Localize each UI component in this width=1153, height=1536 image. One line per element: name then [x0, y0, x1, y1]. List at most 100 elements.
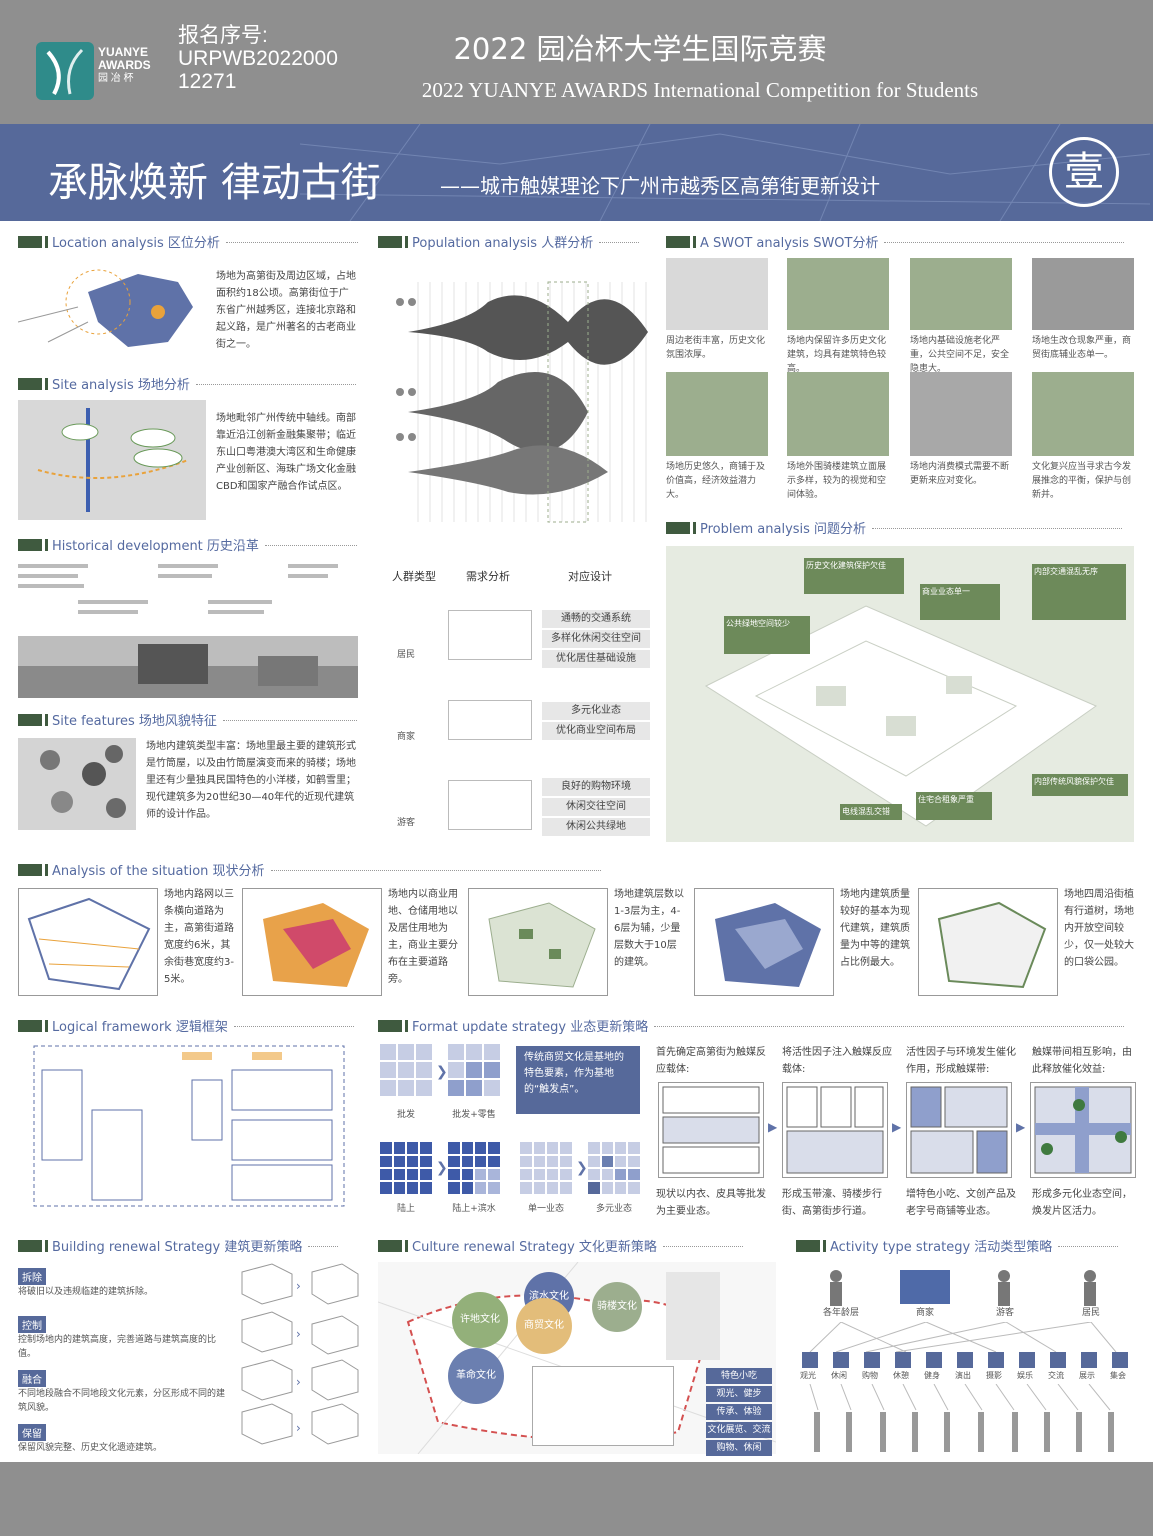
- problem-label: 公共绿地空间较少: [724, 616, 810, 654]
- swot-photo: [787, 258, 889, 330]
- activity-icons: 观光 休闲 购物 休憩 健身 演出 摄影 娱乐 交流 展示 集会: [796, 1350, 1136, 1382]
- situation-text: 场地四周沿街植有行道树，场地内开放空间较少，仅一处较大的口袋公园。: [1064, 889, 1134, 968]
- grid-single: [520, 1142, 572, 1194]
- swot-photo: [787, 372, 889, 456]
- swot-text: 文化复兴应当寻求古今发展推念的平衡，保护与创新并。: [1032, 462, 1132, 500]
- map-texture-icon: [300, 124, 1150, 221]
- site-text: 场地毗邻广州传统中轴线。南部靠近沿江创新金融集聚带；临近东山口粤港澳大湾区和生命…: [216, 413, 356, 492]
- section-title: Location analysis 区位分析: [52, 236, 220, 250]
- yuanye-logo-icon: [36, 42, 94, 100]
- grid-wholesale: [380, 1044, 432, 1096]
- section-title: Site features 场地风貌特征: [52, 714, 217, 728]
- header-bar: [0, 0, 1153, 124]
- situation-landuse-map: [242, 888, 382, 996]
- activity-people: 各年龄层 商家 游客 居民: [796, 1262, 1136, 1324]
- situation-text: 场地内建筑质量较好的基本为现代建筑，建筑质量为中等的建筑占比例最大。: [840, 889, 910, 968]
- step-text: 将活性因子注入触媒反应载体:: [782, 1047, 892, 1075]
- step-diagram-2: [782, 1082, 888, 1178]
- strategy-text: 不同地段融合不同地段文化元素，分区形成不同的建筑风貌。: [18, 1389, 226, 1413]
- swot-text: 场地内保留许多历史文化建筑，均具有建筑特色较高。: [787, 336, 887, 374]
- section-history: Historical development 历史沿革: [18, 535, 358, 553]
- title-banner: 承脉焕新 律动古街 ——城市触媒理论下广州市越秀区高第街更新设计 壹: [0, 124, 1153, 221]
- strategy-title: 控制: [18, 1316, 46, 1333]
- strategy-title: 保留: [18, 1424, 46, 1441]
- culture-bubble: 许地文化: [452, 1292, 508, 1348]
- step-diagram-3: [906, 1082, 1012, 1178]
- swot-text: 场地内消费模式需要不断更新来应对变化。: [910, 462, 1010, 486]
- header-needs: 需求分析: [466, 570, 510, 583]
- arrow-right-icon: ❯: [436, 1160, 448, 1176]
- group-label-tourists: 游客: [396, 818, 415, 828]
- poster-subtitle: ——城市触媒理论下广州市越秀区高第街更新设计: [440, 174, 880, 198]
- section-activity: Activity type strategy 活动类型策略: [796, 1236, 1136, 1254]
- needs-box: [448, 780, 532, 830]
- problem-axonometric: 历史文化建筑保护欠佳 商业业态单一 内部交通混乱无序 公共绿地空间较少 内部传统…: [666, 546, 1134, 842]
- step-text: 增特色小吃、文创产品及老字号商铺等业态。: [906, 1189, 1016, 1217]
- group-label-residents: 居民: [396, 650, 415, 660]
- seal-icon: 壹: [1049, 137, 1119, 207]
- svg-text:›: ›: [296, 1375, 301, 1389]
- problem-label: 住宅合租象严重: [916, 792, 992, 820]
- section-title: Site analysis 场地分析: [52, 378, 190, 392]
- culture-tag: 特色小吃: [706, 1368, 772, 1384]
- swot-photo: [910, 372, 1012, 456]
- step-text: 活性因子与环境发生催化作用，形成触媒带:: [906, 1047, 1016, 1075]
- problem-label: 历史文化建筑保护欠佳: [804, 558, 904, 594]
- building-item: 拆除 将破旧以及违规临建的建筑拆除。: [18, 1266, 228, 1314]
- section-title: Logical framework 逻辑框架: [52, 1020, 228, 1034]
- building-item: 融合 不同地段融合不同地段文化元素，分区形成不同的建筑风貌。: [18, 1368, 228, 1416]
- section-logical: Logical framework 逻辑框架: [18, 1016, 358, 1034]
- culture-bubble: 革命文化: [448, 1348, 504, 1404]
- arrow-right-icon: ❯: [576, 1160, 588, 1176]
- problem-label: 内部传统风貌保护欠佳: [1032, 774, 1128, 796]
- competition-title-en: 2022 YUANYE AWARDS International Competi…: [421, 78, 979, 102]
- grid-land-water: [448, 1142, 500, 1194]
- section-situation: Analysis of the situation 现状分析: [18, 860, 618, 878]
- logical-framework-diagram: [22, 1040, 356, 1218]
- location-map: [17, 252, 208, 362]
- section-problem: Problem analysis 问题分析: [666, 518, 1136, 536]
- design-tag: 多样化休闲交往空间: [542, 630, 650, 648]
- swot-photo: [1032, 372, 1134, 456]
- design-tag: 休闲公共绿地: [542, 818, 650, 836]
- section-swot: A SWOT analysis SWOT分析: [666, 232, 1136, 250]
- section-title: Culture renewal Strategy 文化更新策略: [412, 1240, 657, 1254]
- swot-photo: [666, 372, 768, 456]
- section-format: Format update strategy 业态更新策略: [378, 1016, 1134, 1034]
- grid-label: 陆上: [396, 1204, 415, 1214]
- section-title: Building renewal Strategy 建筑更新策略: [52, 1240, 303, 1254]
- swot-text: 场地生改仓现象严重，商贸街底辅业态单一。: [1032, 336, 1132, 360]
- building-strategies: 拆除 将破旧以及违规临建的建筑拆除。 控制 控制场地内的建筑高度，完善道路与建筑…: [18, 1266, 228, 1470]
- culture-tag: 传承、体验: [706, 1404, 772, 1420]
- problem-label: 商业业态单一: [920, 584, 1000, 620]
- svg-text:›: ›: [296, 1279, 301, 1293]
- site-map: [18, 400, 206, 520]
- situation-text: 场地内路网以三条横向道路为主，高第街道路宽度约6米，其余街巷宽度约3-5米。: [164, 889, 234, 985]
- features-map: [18, 738, 136, 830]
- design-tag: 休闲交往空间: [542, 798, 650, 816]
- culture-detail-image: [666, 1272, 720, 1360]
- culture-tag: 购物、休闲: [706, 1440, 772, 1456]
- reg-label: 报名序号:: [178, 24, 268, 47]
- format-callout: 传统商贸文化是基地的特色要素，作为基地的“触发点”。: [516, 1046, 640, 1114]
- arrow-right-icon: ▶: [768, 1120, 778, 1134]
- strategy-title: 拆除: [18, 1268, 46, 1285]
- culture-tag: 观光、健步: [706, 1386, 772, 1402]
- section-title: Activity type strategy 活动类型策略: [830, 1240, 1053, 1254]
- needs-box: [448, 700, 532, 740]
- situation-quality-map: [694, 888, 834, 996]
- reg-number: URPWB2022000 12271: [178, 47, 338, 93]
- step-text: 首先确定高第街为触媒反应载体:: [656, 1047, 766, 1075]
- swot-text: 场地历史悠久，商铺于及价值高，经济效益潜力大。: [666, 462, 766, 500]
- grid-wholesale-retail: [448, 1044, 500, 1096]
- design-tag: 优化居住基础设施: [542, 650, 650, 668]
- group-label-merchants: 商家: [396, 732, 415, 742]
- population-table-header: 人群类型 需求分析 对应设计: [388, 568, 658, 586]
- history-street-photo: [18, 636, 358, 698]
- swot-text: 场地内基础设施老化严重，公共空间不足，安全隐患大。: [910, 336, 1010, 374]
- swot-text: 场地外围骑楼建筑立面展示多样，较为的视觉和空间体验。: [787, 462, 887, 500]
- features-text: 场地内建筑类型丰富：场地里最主要的建筑形式是竹筒屋，以及由竹筒屋演变而来的骑楼；…: [146, 741, 356, 820]
- step-text: 触媒带间相互影响，由此释放催化效益:: [1032, 1047, 1132, 1075]
- culture-notes-box: [532, 1366, 674, 1446]
- poster-title: 承脉焕新 律动古街: [48, 160, 381, 206]
